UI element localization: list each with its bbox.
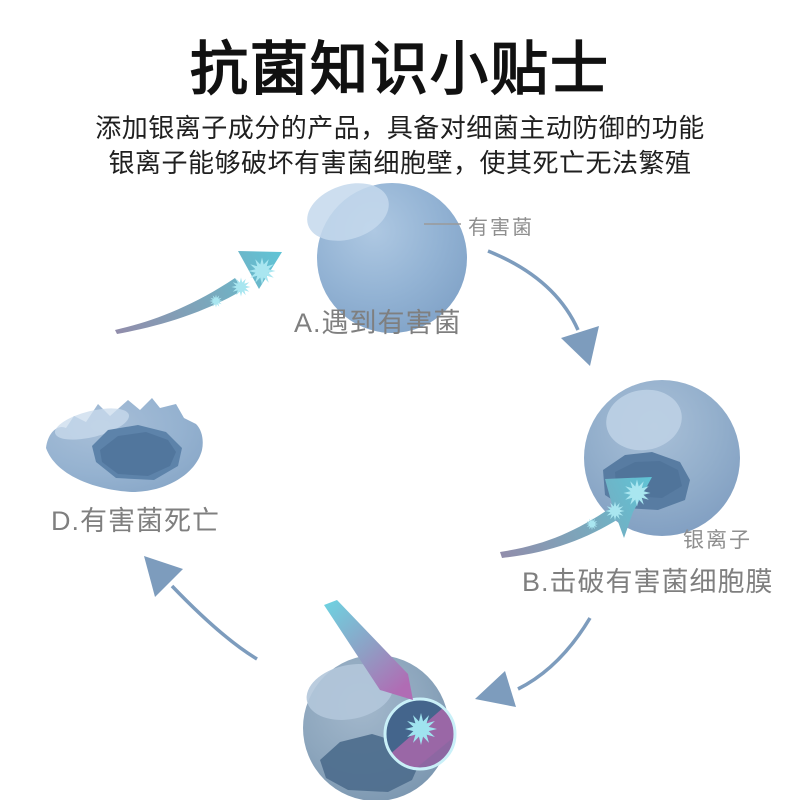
- subtitle-line-2: 银离子能够破坏有害菌细胞壁，使其死亡无法繁殖: [108, 148, 692, 178]
- dead-bacteria-shell-d: [46, 398, 203, 492]
- spike-icon: [324, 600, 413, 700]
- bacteria-sphere-a: [307, 183, 467, 333]
- callout-silver-ion: 银离子: [683, 529, 752, 552]
- cell-breach-window: [383, 697, 457, 771]
- stage-d-label: D.有害菌死亡: [51, 506, 220, 536]
- sphere-highlight: [306, 664, 394, 720]
- flow-arrow-a-to-b: [487, 249, 599, 366]
- silver-ion-stream-arrow-a: [115, 251, 282, 334]
- subtitle-line-1: 添加银离子成分的产品，具备对细菌主动防御的功能: [95, 113, 705, 143]
- shell-highlight: [54, 408, 130, 440]
- flow-arrow-c-to-d: [144, 556, 258, 661]
- stage-a-label: A.遇到有害菌: [294, 308, 462, 338]
- sphere-highlight: [307, 183, 389, 241]
- callout-harmful-bacteria: 有害菌: [468, 217, 534, 239]
- page-title: 抗菌知识小贴士: [189, 37, 610, 102]
- bacteria-sphere-c: [303, 600, 457, 800]
- silver-ion-stream-arrow-b: [500, 477, 652, 558]
- flow-arrow-b-to-c: [475, 617, 592, 707]
- sphere-highlight: [606, 389, 682, 451]
- stage-b-label: B.击破有害菌细胞膜: [522, 567, 774, 597]
